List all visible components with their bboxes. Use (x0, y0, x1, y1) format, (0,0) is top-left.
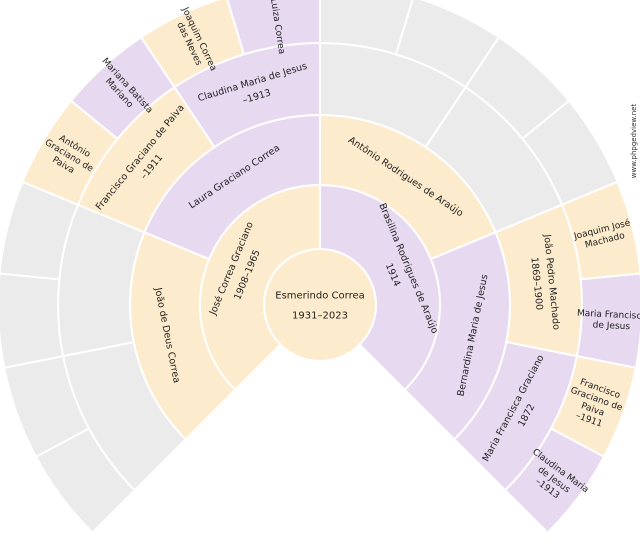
person-cell-a16[interactable] (503, 427, 606, 535)
person-label-line: 1869–1900 (528, 257, 544, 311)
person-label-root: Esmerindo Correa 1931–2023 (275, 291, 365, 322)
person-label-line: Esmerindo Correa (275, 291, 365, 302)
person-cell-a3 (0, 272, 65, 369)
watermark-text: www.phpgedview.net (630, 104, 638, 179)
watermark: www.phpgedview.net (630, 104, 638, 179)
fan-cells (0, 0, 640, 535)
person-label-line: Maria Francisca (577, 309, 640, 322)
person-label-line: de Jesus (592, 320, 630, 332)
person-label-line: 1931–2023 (292, 311, 348, 322)
